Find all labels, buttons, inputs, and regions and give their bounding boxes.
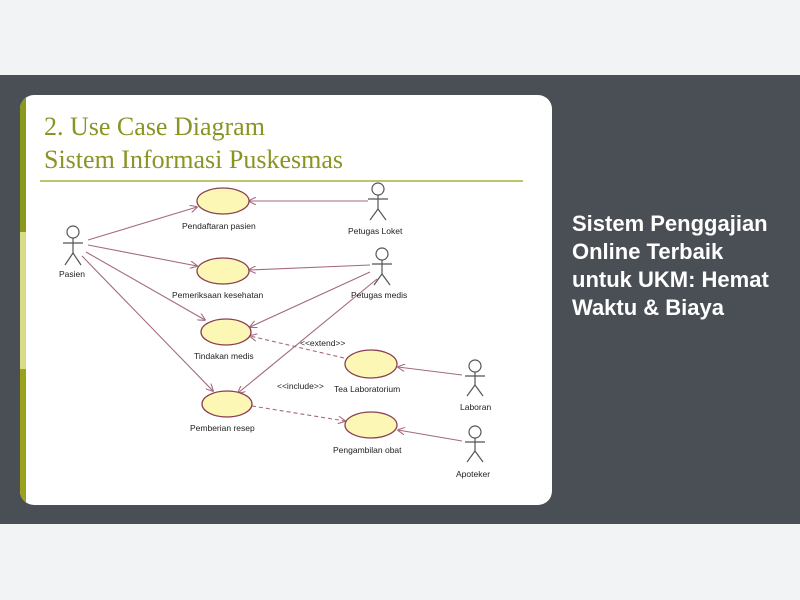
assoc-medis-tindakan bbox=[250, 271, 371, 327]
accent-stripe-top bbox=[20, 95, 26, 232]
actor-apoteker-icon bbox=[465, 425, 485, 463]
label-tindakan: Tindakan medis bbox=[194, 351, 254, 361]
assoc-pasien-resep bbox=[81, 255, 213, 391]
label-actor-laboran: Laboran bbox=[460, 402, 491, 412]
usecase-pemeriksaan bbox=[196, 257, 250, 285]
assoc-laboran-lab bbox=[398, 367, 463, 376]
usecase-tes-lab bbox=[344, 349, 398, 379]
diagram-title-line1: 2. Use Case Diagram bbox=[44, 112, 265, 141]
use-case-diagram: 2. Use Case Diagram Sistem Informasi Pus… bbox=[40, 112, 523, 479]
slide-image-card: 2. Use Case Diagram Sistem Informasi Pus… bbox=[20, 95, 552, 505]
associations bbox=[81, 201, 463, 442]
actor-laboran-icon bbox=[465, 359, 485, 397]
label-actor-pasien: Pasien bbox=[59, 269, 85, 279]
assoc-pasien-pendaftaran bbox=[87, 207, 197, 241]
diagram-title-line2: Sistem Informasi Puskesmas bbox=[44, 145, 343, 174]
label-pengambilan-obat: Pengambilan obat bbox=[333, 445, 402, 455]
label-pemeriksaan: Pemeriksaan kesehatan bbox=[172, 290, 263, 300]
label-actor-apoteker: Apoteker bbox=[456, 469, 490, 479]
assoc-pasien-pemeriksaan bbox=[87, 244, 197, 266]
actor-petugas-loket-icon bbox=[368, 182, 388, 221]
include-stereotype: <<include>> bbox=[277, 381, 324, 391]
label-actor-petugas-medis: Petugas medis bbox=[351, 290, 407, 300]
assoc-apoteker-obat bbox=[398, 430, 463, 442]
assoc-medis-pemeriksaan bbox=[249, 264, 371, 270]
actor-petugas-medis-icon bbox=[372, 247, 392, 286]
label-pendaftaran: Pendaftaran pasien bbox=[182, 221, 256, 231]
include-arrow bbox=[251, 405, 345, 421]
assoc-pasien-tindakan bbox=[85, 251, 205, 320]
accent-stripe-middle bbox=[20, 232, 26, 369]
article-title[interactable]: Sistem Penggajian Online Terbaik untuk U… bbox=[572, 211, 769, 320]
extend-arrow bbox=[250, 336, 345, 359]
usecase-pendaftaran bbox=[196, 187, 250, 215]
usecase-pengambilan-obat bbox=[344, 411, 398, 439]
label-pemberian-resep: Pemberian resep bbox=[190, 423, 255, 433]
usecase-pemberian-resep bbox=[201, 390, 253, 418]
label-actor-petugas-loket: Petugas Loket bbox=[348, 226, 403, 236]
actor-pasien-icon bbox=[63, 225, 83, 266]
assoc-medis-resep bbox=[238, 278, 378, 393]
label-tes-lab: Tea Laboratorium bbox=[334, 384, 400, 394]
extend-stereotype: <<extend>> bbox=[300, 338, 345, 348]
accent-stripe-bottom bbox=[20, 369, 26, 505]
usecase-tindakan bbox=[200, 318, 252, 346]
